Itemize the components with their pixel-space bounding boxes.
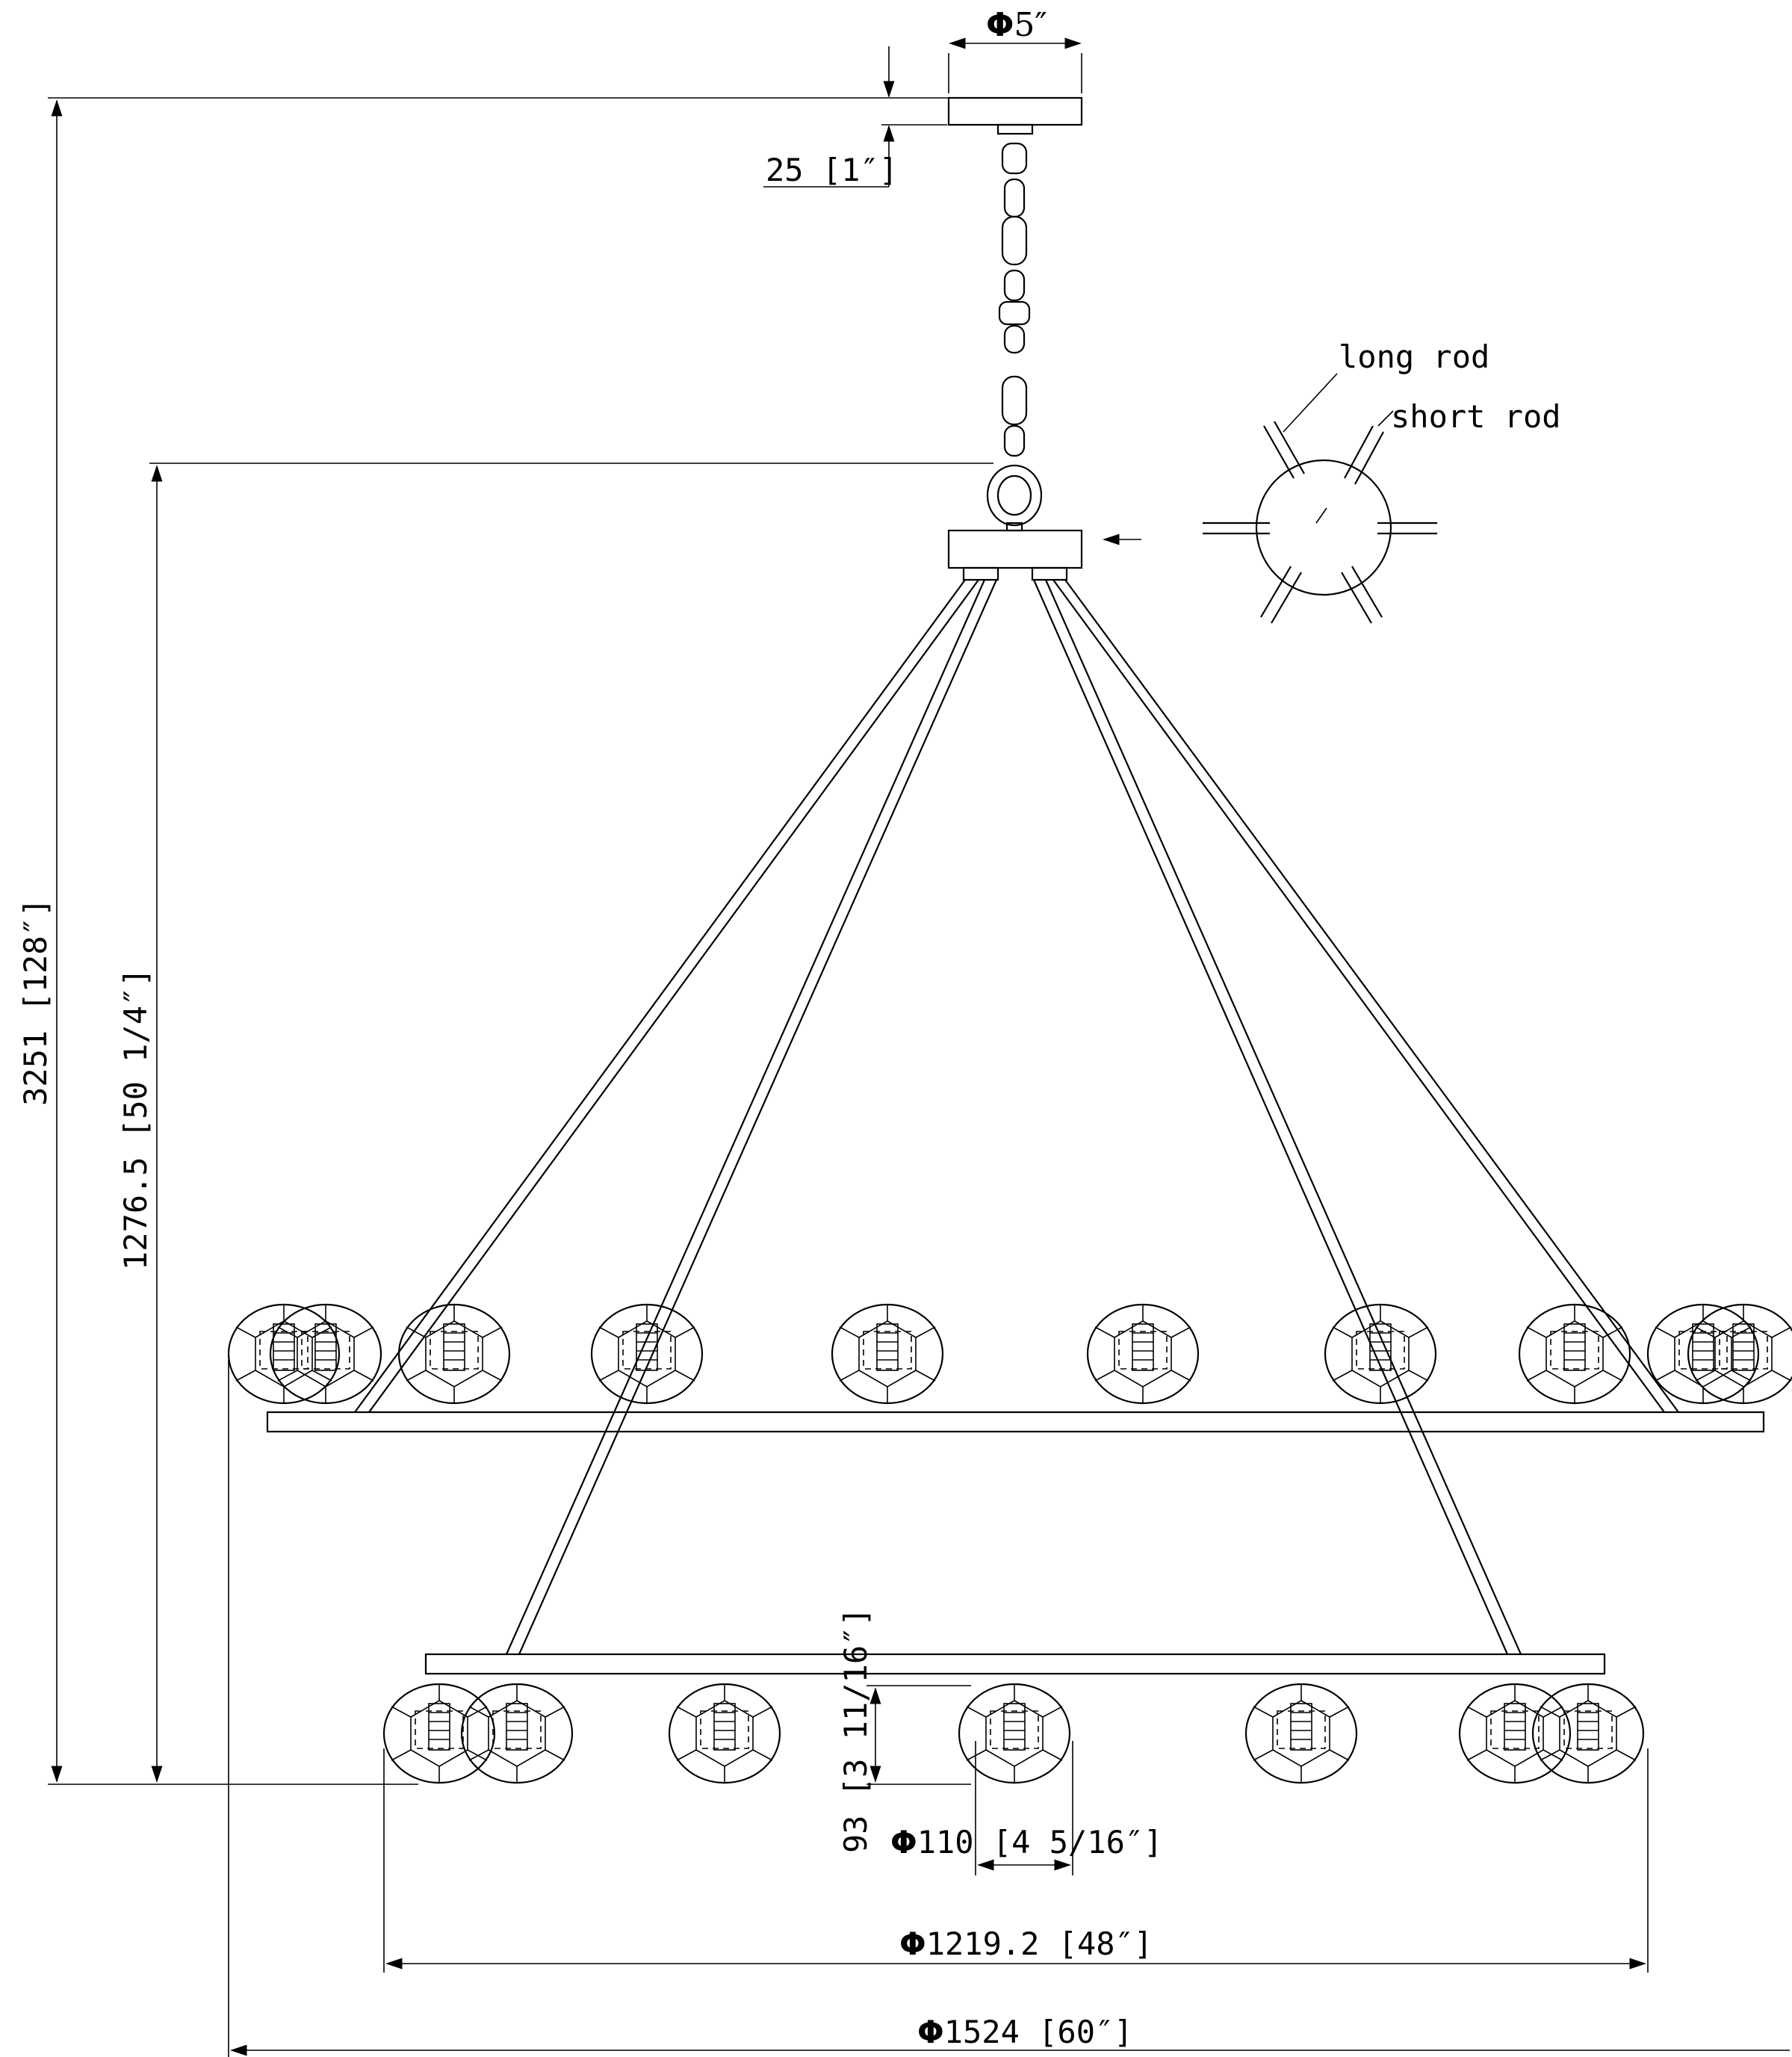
chain bbox=[986, 142, 1043, 532]
hub bbox=[947, 529, 1083, 581]
fixture-height-dimension bbox=[149, 463, 993, 1783]
canopy-height-dimension bbox=[763, 46, 947, 188]
lower-ring-diameter-dimension bbox=[383, 1748, 1649, 1973]
upper-ring bbox=[266, 1411, 1765, 1433]
upper-ring-diameter-dimension bbox=[228, 1360, 1790, 2057]
lower-ring bbox=[424, 1653, 1606, 1675]
canopy-diameter-label: Φ5″ bbox=[986, 6, 1047, 44]
overall-height-dimension bbox=[48, 97, 949, 1785]
fixture-height-label: 1276.5 [50 1/4″] bbox=[117, 968, 154, 1270]
shade-diameter-dimension bbox=[975, 1741, 1073, 1875]
upper-ring-diameter-label: Φ1524 [60″] bbox=[917, 2014, 1133, 2050]
support-rods bbox=[354, 579, 1679, 1655]
lower-ring-shades bbox=[382, 1683, 1645, 1784]
shade-diameter-label: Φ110 [4 5/16″] bbox=[890, 1824, 1162, 1860]
canopy-height-label: 25 [1″] bbox=[766, 152, 898, 188]
long-rod-label: long rod bbox=[1339, 338, 1489, 375]
lower-ring-diameter-label: Φ1219.2 [48″] bbox=[899, 1925, 1153, 1962]
canopy bbox=[947, 37, 1083, 135]
shade-height-label: 93 [3 11/16″] bbox=[837, 1607, 874, 1853]
hub-top-view-diagram bbox=[1103, 373, 1437, 624]
overall-height-label: 3251 [128″] bbox=[17, 898, 54, 1106]
shade-height-dimension bbox=[866, 1685, 971, 1785]
short-rod-label: short rod bbox=[1391, 398, 1561, 435]
upper-ring-shades bbox=[227, 1303, 1792, 1405]
